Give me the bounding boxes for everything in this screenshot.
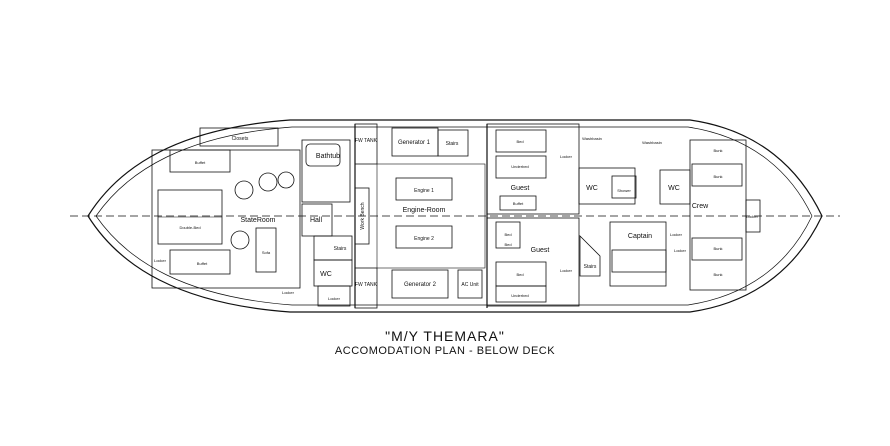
- under-bed-2-shape: [495, 285, 547, 303]
- label-washbasin-1: Washbasin: [582, 136, 602, 141]
- label-buffet-bottom: Buffet: [197, 261, 208, 266]
- label-fw-tank-top: FW TANK: [355, 138, 378, 144]
- bed-2-shape: [495, 155, 547, 179]
- label-locker-5: Locker: [560, 268, 573, 273]
- label-bunk-1: Bunk: [713, 148, 722, 153]
- stateroom-area: [151, 149, 301, 289]
- label-bunk-4: Bunk: [713, 272, 722, 277]
- label-locker-7: Locker: [746, 214, 759, 219]
- label-engine-1: Engine 1: [414, 188, 434, 194]
- locker-forward-shape: [745, 199, 761, 233]
- label-wc-aft: WC: [320, 271, 332, 278]
- fw-tank-bottom-shape: [354, 267, 378, 309]
- hull-inner-outline: [95, 126, 813, 306]
- label-sofa: Sofa: [262, 250, 271, 255]
- label-locker-1: Locker: [282, 290, 295, 295]
- label-wc-mid: WC: [586, 185, 598, 192]
- armchair-4: [277, 171, 295, 189]
- captain-cabin: [609, 221, 667, 287]
- label-stairs-fwd: Stairs: [584, 264, 597, 270]
- label-fw-tank-bottom: FW TANK: [355, 282, 378, 288]
- armchair-2: [258, 172, 278, 192]
- label-under-bed-1: Underbed: [511, 164, 529, 169]
- armchair-1: [234, 180, 254, 200]
- armchair-3: [230, 230, 250, 250]
- closets-unit: [199, 127, 279, 147]
- plan-title: "M/Y THEMARA": [385, 328, 505, 344]
- bed-3-shape: [495, 221, 521, 249]
- label-wc-fwd: WC: [668, 185, 680, 192]
- label-stateroom: StateRoom: [240, 217, 275, 224]
- plan-subtitle: ACCOMODATION PLAN - BELOW DECK: [334, 345, 556, 357]
- label-buffet-guest: Buffet: [513, 201, 524, 206]
- label-locker-2: Locker: [154, 258, 167, 263]
- guest-bottom-cabin: [486, 217, 580, 307]
- label-engine-room: Engine-Room: [403, 207, 446, 214]
- label-generator-1: Generator 1: [398, 140, 431, 146]
- stairs-fwd-shape: [579, 235, 601, 277]
- sofa-shape: [255, 227, 277, 273]
- label-locker-6: Locker: [670, 232, 683, 237]
- engine-2-shape: [395, 225, 453, 249]
- fw-tank-top-shape: [354, 123, 378, 165]
- crew-cabin: [689, 139, 747, 291]
- label-bunk-3: Bunk: [713, 246, 722, 251]
- label-washbasin-2: Washbasin: [642, 140, 662, 145]
- label-locker-4: Locker: [560, 154, 573, 159]
- wc-mid-room: [578, 167, 636, 205]
- bed-1-shape: [495, 129, 547, 153]
- label-hall: Hall: [310, 217, 323, 224]
- label-ac-unit: AC Unit: [461, 282, 479, 288]
- bathtub-shape: [305, 143, 341, 167]
- label-double-bed: Double-Bed: [179, 225, 200, 230]
- label-bunk-2: Bunk: [713, 174, 722, 179]
- label-closets: Closets: [232, 136, 249, 142]
- label-guest-top: Guest: [511, 185, 530, 192]
- engine-1-shape: [395, 177, 453, 201]
- label-under-bed-2: Underbed: [511, 293, 529, 298]
- label-crew: Crew: [692, 203, 709, 210]
- generator-2-shape: [391, 269, 449, 299]
- label-captain: Captain: [628, 233, 652, 240]
- work-bench-shape: [354, 187, 370, 245]
- label-bathtub: Bathtub: [316, 153, 340, 160]
- label-buffet-top: Buffet: [195, 160, 206, 165]
- bunk-1-shape: [691, 163, 743, 187]
- label-bed-2: Bed: [504, 232, 511, 237]
- buffet-bottom-unit: [169, 249, 231, 275]
- label-stairs-aft: Stairs: [334, 246, 347, 252]
- label-stairs-engine: Stairs: [446, 141, 459, 147]
- label-locker-3: Locker: [328, 296, 341, 301]
- locker-bottom-room: [317, 285, 351, 307]
- buffet-guest-shape: [499, 195, 537, 211]
- label-locker-8: Locker: [674, 248, 687, 253]
- label-bed-1: Bed: [516, 139, 523, 144]
- ac-unit-shape: [457, 269, 483, 299]
- stairs-engine-shape: [437, 129, 469, 157]
- buffet-top-unit: [169, 149, 231, 173]
- label-engine-2: Engine 2: [414, 236, 434, 242]
- engine-room-frame: [376, 163, 486, 269]
- shower-shape: [611, 175, 637, 199]
- label-generator-2: Generator 2: [404, 282, 437, 288]
- bunk-2-shape: [691, 237, 743, 261]
- label-shower: Shower: [617, 188, 631, 193]
- label-work-bench: Work Bench: [360, 202, 366, 229]
- label-bed-4: Bed: [504, 242, 511, 247]
- label-bed-3: Bed: [516, 272, 523, 277]
- guest-top-cabin: [486, 123, 580, 215]
- captain-bunk: [611, 249, 667, 273]
- label-guest-bottom: Guest: [531, 247, 550, 254]
- bathtub-room: [301, 139, 351, 203]
